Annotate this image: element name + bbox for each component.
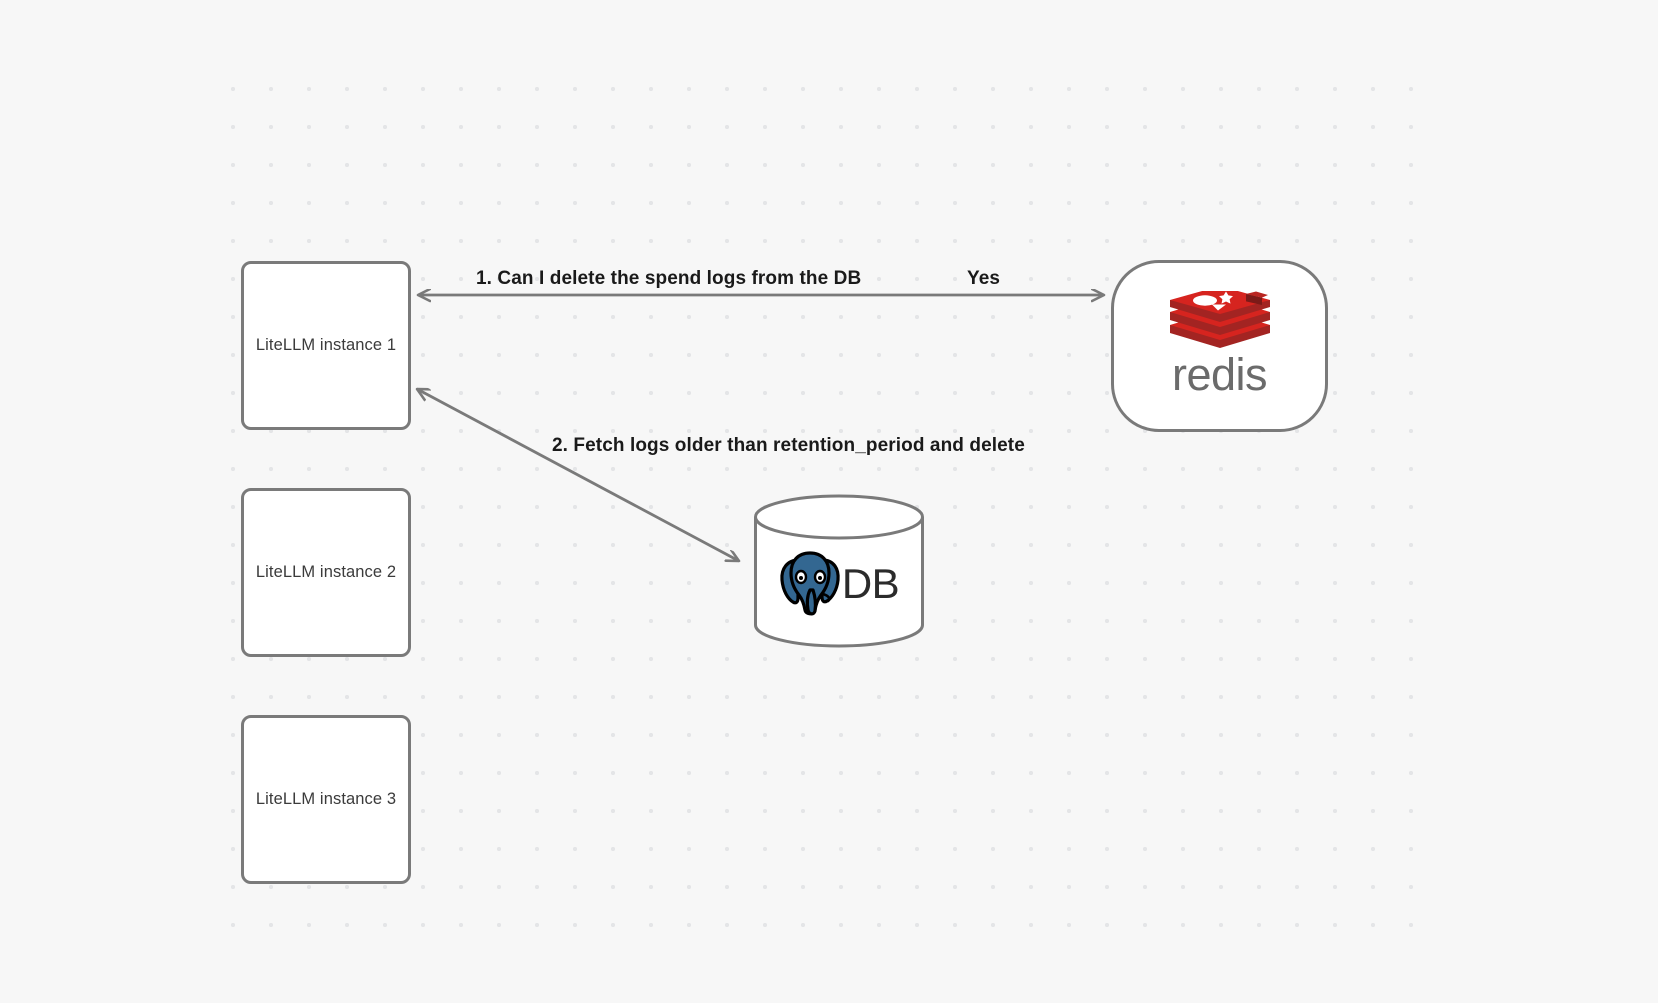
node-litellm-instance-3[interactable]: LiteLLM instance 3 <box>241 715 411 884</box>
node-redis[interactable]: redis <box>1111 260 1328 432</box>
edge-label-yes: Yes <box>967 268 1001 289</box>
redis-logo-group: redis <box>1164 291 1276 397</box>
db-label: DB <box>841 560 900 607</box>
node-label: LiteLLM instance 1 <box>255 336 397 354</box>
node-litellm-instance-1[interactable]: LiteLLM instance 1 <box>241 261 411 430</box>
node-label: LiteLLM instance 3 <box>255 790 397 808</box>
edge-label-1: 1. Can I delete the spend logs from the … <box>476 268 862 289</box>
postgresql-elephant-icon <box>780 551 840 616</box>
redis-stack-icon <box>1169 291 1270 349</box>
edge-litellm1-db <box>417 389 739 561</box>
node-database[interactable]: DB <box>753 494 925 648</box>
redis-wordmark: redis <box>1171 349 1268 401</box>
database-logo-group: DB <box>753 494 925 648</box>
edge-label-2: 2. Fetch logs older than retention_perio… <box>552 435 1025 456</box>
node-litellm-instance-2[interactable]: LiteLLM instance 2 <box>241 488 411 657</box>
node-label: LiteLLM instance 2 <box>255 563 397 581</box>
